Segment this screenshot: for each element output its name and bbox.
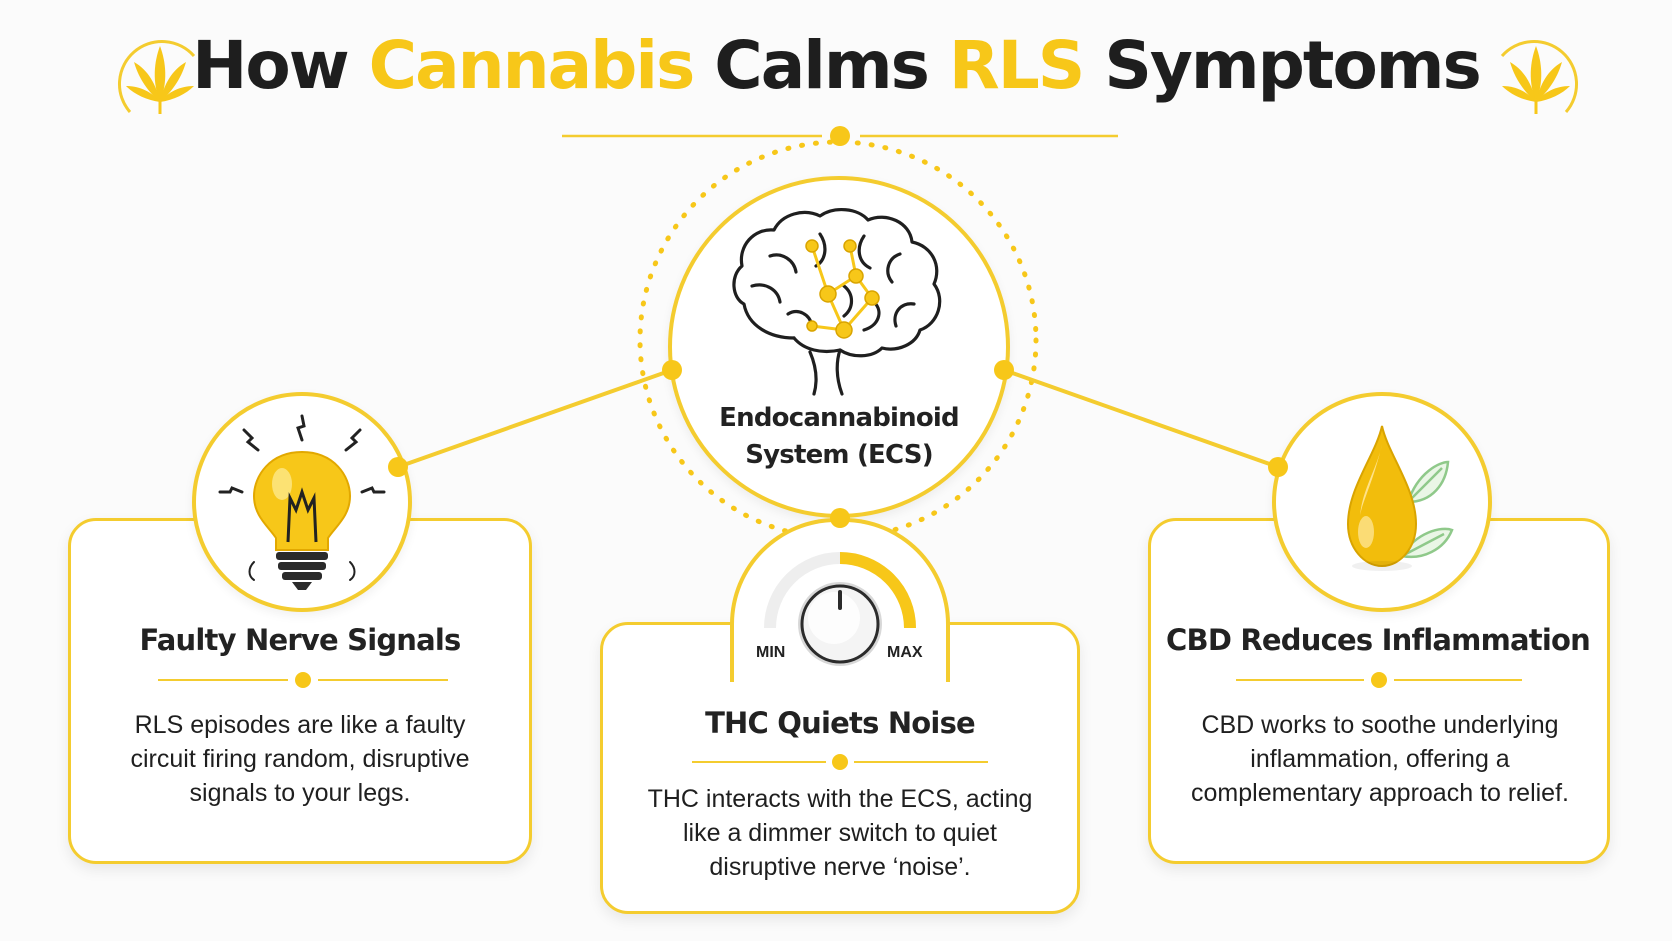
connector-node bbox=[662, 360, 682, 380]
ecs-circle bbox=[668, 176, 1010, 518]
card-faulty-nerve-signals bbox=[68, 518, 532, 864]
card-divider bbox=[1236, 672, 1522, 688]
connector-node bbox=[1268, 457, 1288, 477]
dimmer-dial-icon bbox=[764, 552, 916, 666]
card-divider bbox=[692, 754, 988, 770]
lightbulb-icon bbox=[218, 414, 386, 590]
ecs-label: Endocannabinoid System (ECS) bbox=[719, 403, 959, 470]
card-description: RLS episodes are like a faulty circuit f… bbox=[130, 711, 470, 807]
connector-node bbox=[388, 457, 408, 477]
dial-max-label: MAX bbox=[887, 644, 923, 661]
brain-icon bbox=[732, 208, 942, 396]
card-title: Faulty Nerve Signals bbox=[139, 623, 461, 657]
card-description: CBD works to soothe underlying inflammat… bbox=[1191, 711, 1569, 807]
card-title: CBD Reduces Inflammation bbox=[1166, 623, 1591, 657]
card-description: THC interacts with the ECS, acting like … bbox=[647, 785, 1033, 881]
connector-node bbox=[994, 360, 1014, 380]
dial-min-label: MIN bbox=[756, 644, 786, 661]
cannabis-leaf-icon bbox=[118, 39, 196, 114]
card-divider bbox=[158, 672, 448, 688]
connector-node bbox=[830, 508, 850, 528]
card-title: THC Quiets Noise bbox=[705, 706, 976, 740]
oil-drop-leaf-icon bbox=[1346, 425, 1454, 571]
cannabis-leaf-icon bbox=[1500, 39, 1578, 114]
page-title: How Cannabis Calms RLS Symptoms bbox=[192, 27, 1482, 104]
